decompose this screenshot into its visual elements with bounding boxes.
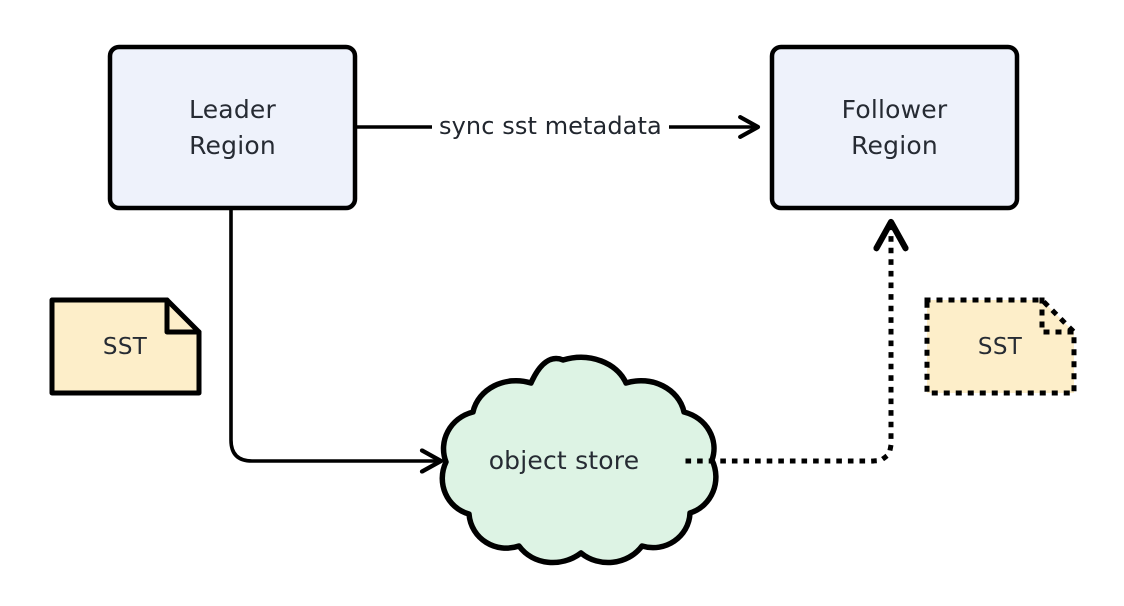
sst-right-fold (1039, 297, 1077, 335)
sync-edge-label: sync sst metadata (432, 112, 669, 140)
upload-edge-line (229, 206, 441, 461)
sst-left-shape[interactable] (49, 297, 202, 396)
follower-region-box[interactable] (769, 44, 1020, 211)
sst-right-shape[interactable] (924, 297, 1077, 396)
sst-left-fold (164, 297, 202, 335)
leader-region-box[interactable] (107, 44, 358, 211)
object-store-cloud[interactable] (439, 354, 719, 566)
fetch-edge-line (685, 222, 891, 464)
